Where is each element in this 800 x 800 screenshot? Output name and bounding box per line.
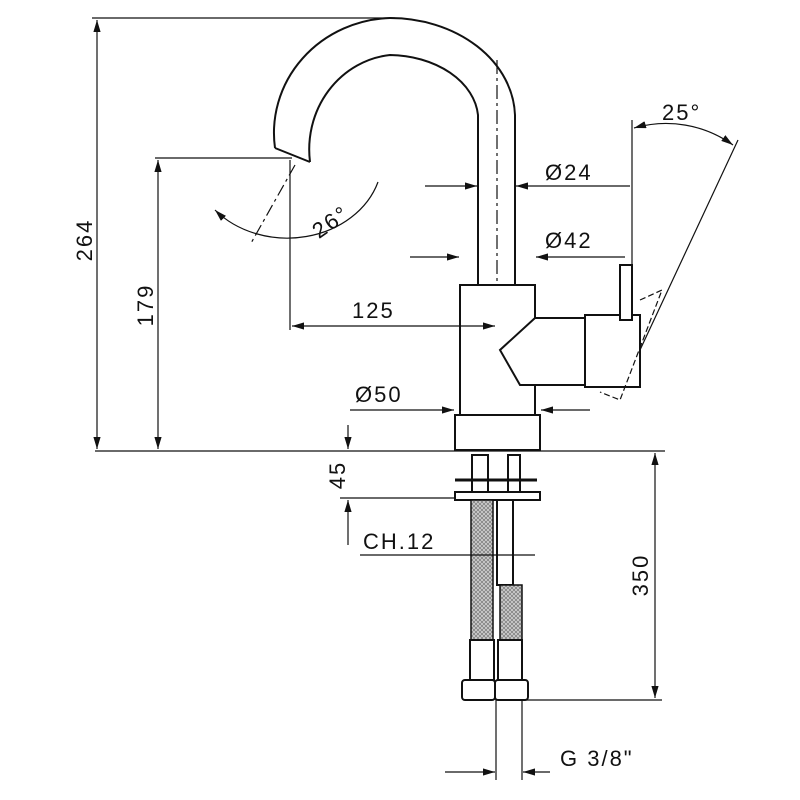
label-body-diameter: Ø42 [545, 228, 593, 253]
dim-connection-thread: G 3/8" [445, 700, 634, 780]
label-spout-rotation: 26° [307, 200, 354, 243]
label-deck-thickness: 45 [325, 461, 350, 489]
dim-deck-thickness: 45 [325, 425, 455, 545]
dim-total-height: 264 [72, 17, 395, 449]
fixing-kit [454, 454, 541, 586]
faucet-body [454, 264, 664, 451]
label-base-diameter: Ø50 [355, 382, 403, 407]
dim-spout-reach: 125 [292, 298, 495, 330]
label-neck-diameter: Ø24 [545, 160, 593, 185]
label-connection-thread: G 3/8" [560, 746, 634, 771]
label-total-height: 264 [72, 219, 97, 262]
dim-wrench-size: CH.12 [360, 529, 535, 556]
dim-neck-diameter: Ø24 [425, 160, 630, 190]
label-spout-reach: 125 [352, 298, 395, 323]
dim-body-diameter: Ø42 [410, 228, 625, 261]
dim-base-diameter: Ø50 [350, 382, 590, 414]
label-spout-height: 179 [133, 284, 158, 327]
label-lever-angle: 25° [662, 100, 701, 125]
flexible-hoses [461, 499, 529, 701]
dim-lever-angle: 25° [631, 100, 739, 351]
faucet-spout [272, 16, 516, 440]
label-hose-length: 350 [628, 554, 653, 597]
dim-spout-height: 179 [133, 157, 292, 449]
label-wrench-size: CH.12 [363, 529, 435, 554]
dim-hose-length: 350 [520, 453, 662, 701]
